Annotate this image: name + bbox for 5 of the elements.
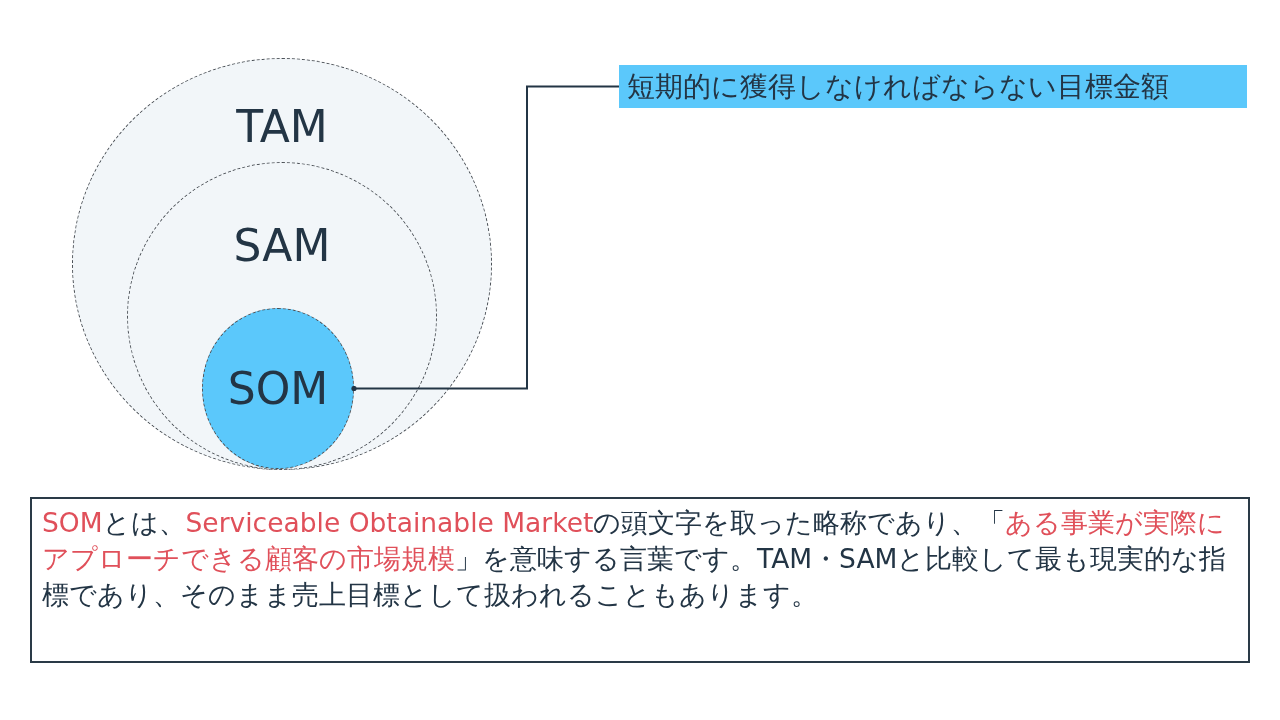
leader-line xyxy=(351,85,620,392)
market-label: SAM xyxy=(232,220,332,272)
market-label: TAM xyxy=(235,101,329,153)
market-label: SOM xyxy=(226,363,330,415)
callout-label: 短期的に獲得しなければならない目標金額 xyxy=(619,65,1247,108)
